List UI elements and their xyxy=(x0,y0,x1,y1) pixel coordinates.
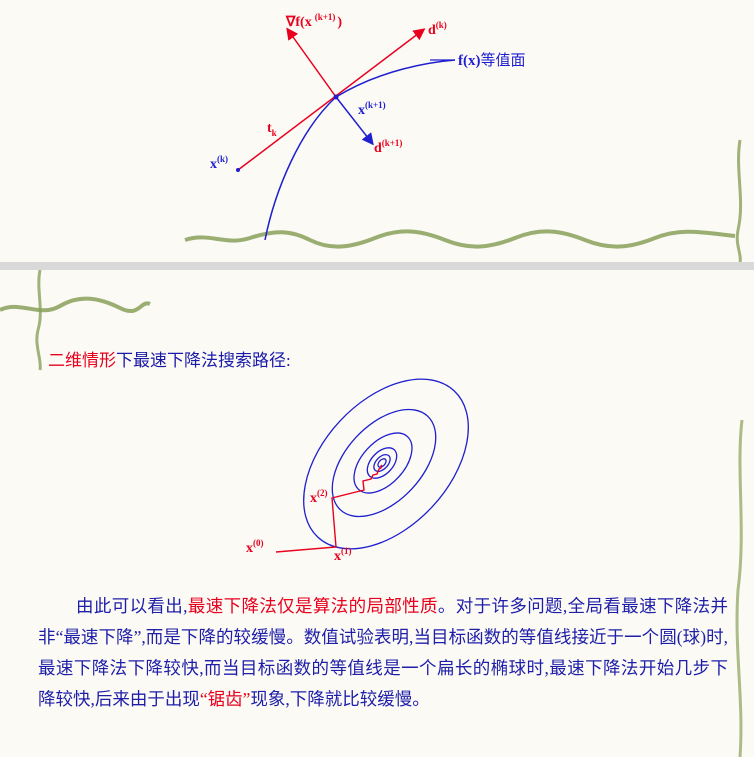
label-gradient: ∇f(x(k+1)) xyxy=(285,12,342,30)
decorative-vine-top xyxy=(184,229,736,249)
label-contour: f(x)等值面 xyxy=(458,51,526,69)
slide-divider xyxy=(0,262,754,270)
point-x-k xyxy=(236,168,240,172)
decorative-vine-stem xyxy=(735,139,743,262)
label-x2: x(2) xyxy=(310,488,328,506)
decorative-vine-right-stem xyxy=(735,419,744,757)
label-x0: x(0) xyxy=(246,538,264,556)
para-part-2: 最速下降法仅是算法的局部性质 xyxy=(187,596,438,616)
label-d-k: d(k) xyxy=(428,20,447,38)
contour-ellipse-6 xyxy=(377,458,387,468)
contour-ellipse-5 xyxy=(373,453,391,473)
para-part-5: ,而是下降的较缓慢。数值试验表明,当目标函数的等值线接近于一个圆(球)时,最速下… xyxy=(38,627,728,709)
label-x1: x(1) xyxy=(334,546,352,564)
top-slide: ∇f(x(k+1)) d(k) f(x)等值面 x(k+1) tk x(k) d… xyxy=(0,0,754,262)
contour-ellipse-1 xyxy=(303,378,469,550)
contour-ellipse-4 xyxy=(366,447,398,479)
label-t-k: tk xyxy=(267,121,277,138)
contour-ellipses xyxy=(303,378,469,550)
steepest-descent-diagram: x(0) x(1) x(2) xyxy=(0,270,744,757)
heading-rest: 下最速下降法搜索路径: xyxy=(116,351,291,370)
bottom-slide: x(0) x(1) x(2) 二维情形下最速下降法搜索路径: 由此可以看出,最速… xyxy=(0,270,754,757)
contour-curve xyxy=(264,59,456,241)
heading-highlight: 二维情形 xyxy=(48,351,116,370)
section-heading: 二维情形下最速下降法搜索路径: xyxy=(48,346,291,371)
explanation-paragraph: 由此可以看出,最速下降法仅是算法的局部性质。对于许多问题,全局看最速下降法并非“… xyxy=(38,591,728,715)
decorative-vine-left-stem xyxy=(35,270,42,371)
gradient-arrow xyxy=(286,27,337,98)
decorative-vine-left xyxy=(0,296,151,314)
label-x-k: x(k) xyxy=(210,154,228,172)
contour-ellipse-2 xyxy=(331,408,437,518)
para-part-1: 由此可以看出, xyxy=(76,596,188,616)
next-direction-arrow xyxy=(335,96,374,146)
contour-ellipse-3 xyxy=(353,432,413,494)
para-part-4: “最速下降” xyxy=(55,627,142,647)
descent-path xyxy=(275,464,383,553)
gradient-diagram: ∇f(x(k+1)) d(k) f(x)等值面 x(k+1) tk x(k) d… xyxy=(184,12,743,262)
label-x-k1: x(k+1) xyxy=(358,100,386,118)
para-part-6: “锯齿” xyxy=(199,689,251,709)
point-x-k1 xyxy=(333,94,339,100)
para-part-7: 现象,下降就比较缓慢。 xyxy=(250,689,430,709)
para-part-3: 。对于许多问题,全局看最速下降法并非 xyxy=(38,596,729,647)
search-direction-line xyxy=(237,28,426,171)
label-d-k1: d(k+1) xyxy=(374,138,402,156)
